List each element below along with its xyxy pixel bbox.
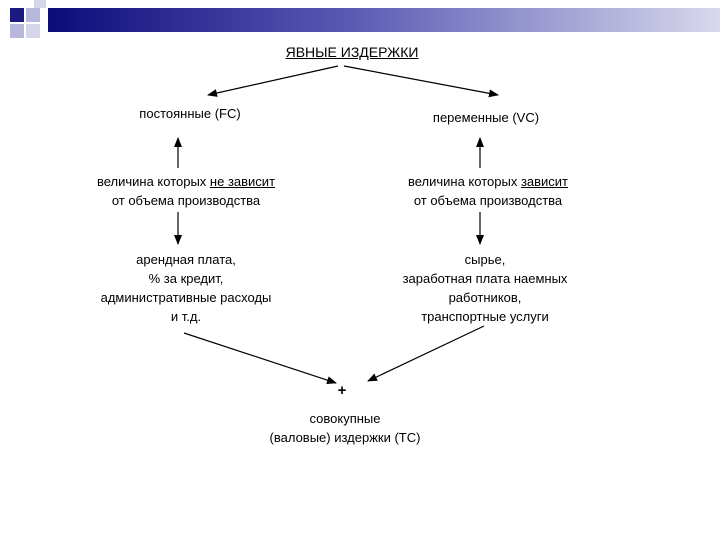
arrow-title-to-variable — [343, 65, 499, 98]
decor-square — [10, 8, 24, 22]
variable-desc-line2: от объема производства — [413, 193, 563, 208]
variable-costs-examples: сырье, заработная плата наемных работник… — [374, 250, 596, 326]
plus-sign: + — [337, 382, 347, 399]
variable-example: сырье, — [464, 252, 506, 267]
arrow-fixed-to-total — [183, 332, 337, 384]
fixed-example: % за кредит, — [148, 271, 224, 286]
fixed-costs-label: постоянные (FC) — [139, 106, 241, 121]
arrow-variable-to-total — [367, 325, 485, 382]
variable-desc-prefix: величина которых — [407, 174, 521, 189]
variable-desc-keyword: зависит — [520, 174, 569, 189]
total-costs-label: совокупные (валовые) издержки (ТС) — [240, 409, 450, 447]
decor-square — [34, 0, 46, 8]
total-line: совокупные — [309, 411, 381, 426]
fixed-example: административные расходы — [100, 290, 272, 305]
fixed-costs-description: величина которых не зависит от объема пр… — [76, 172, 296, 210]
variable-example: заработная плата наемных — [402, 271, 568, 286]
decor-square — [10, 24, 24, 38]
variable-costs-label: переменные (VC) — [432, 110, 540, 125]
fixed-desc-keyword: не зависит — [209, 174, 276, 189]
fixed-example: арендная плата, — [136, 252, 236, 267]
variable-costs-description: величина которых зависит от объема произ… — [378, 172, 598, 210]
arrow-title-to-fixed — [207, 65, 339, 97]
fixed-desc-line2: от объема производства — [111, 193, 261, 208]
header-decoration — [0, 0, 720, 44]
variable-example: транспортные услуги — [421, 309, 549, 324]
fixed-costs-examples: арендная плата, % за кредит, администрат… — [76, 250, 296, 326]
total-line: (валовые) издержки (ТС) — [269, 430, 421, 445]
decor-square — [26, 24, 40, 38]
fixed-desc-prefix: величина которых — [96, 174, 210, 189]
diagram-title: ЯВНЫЕ ИЗДЕРЖКИ — [285, 44, 419, 60]
header-gradient-bar — [48, 8, 720, 32]
variable-example: работников, — [448, 290, 522, 305]
decor-square — [26, 8, 40, 22]
fixed-example: и т.д. — [170, 309, 202, 324]
